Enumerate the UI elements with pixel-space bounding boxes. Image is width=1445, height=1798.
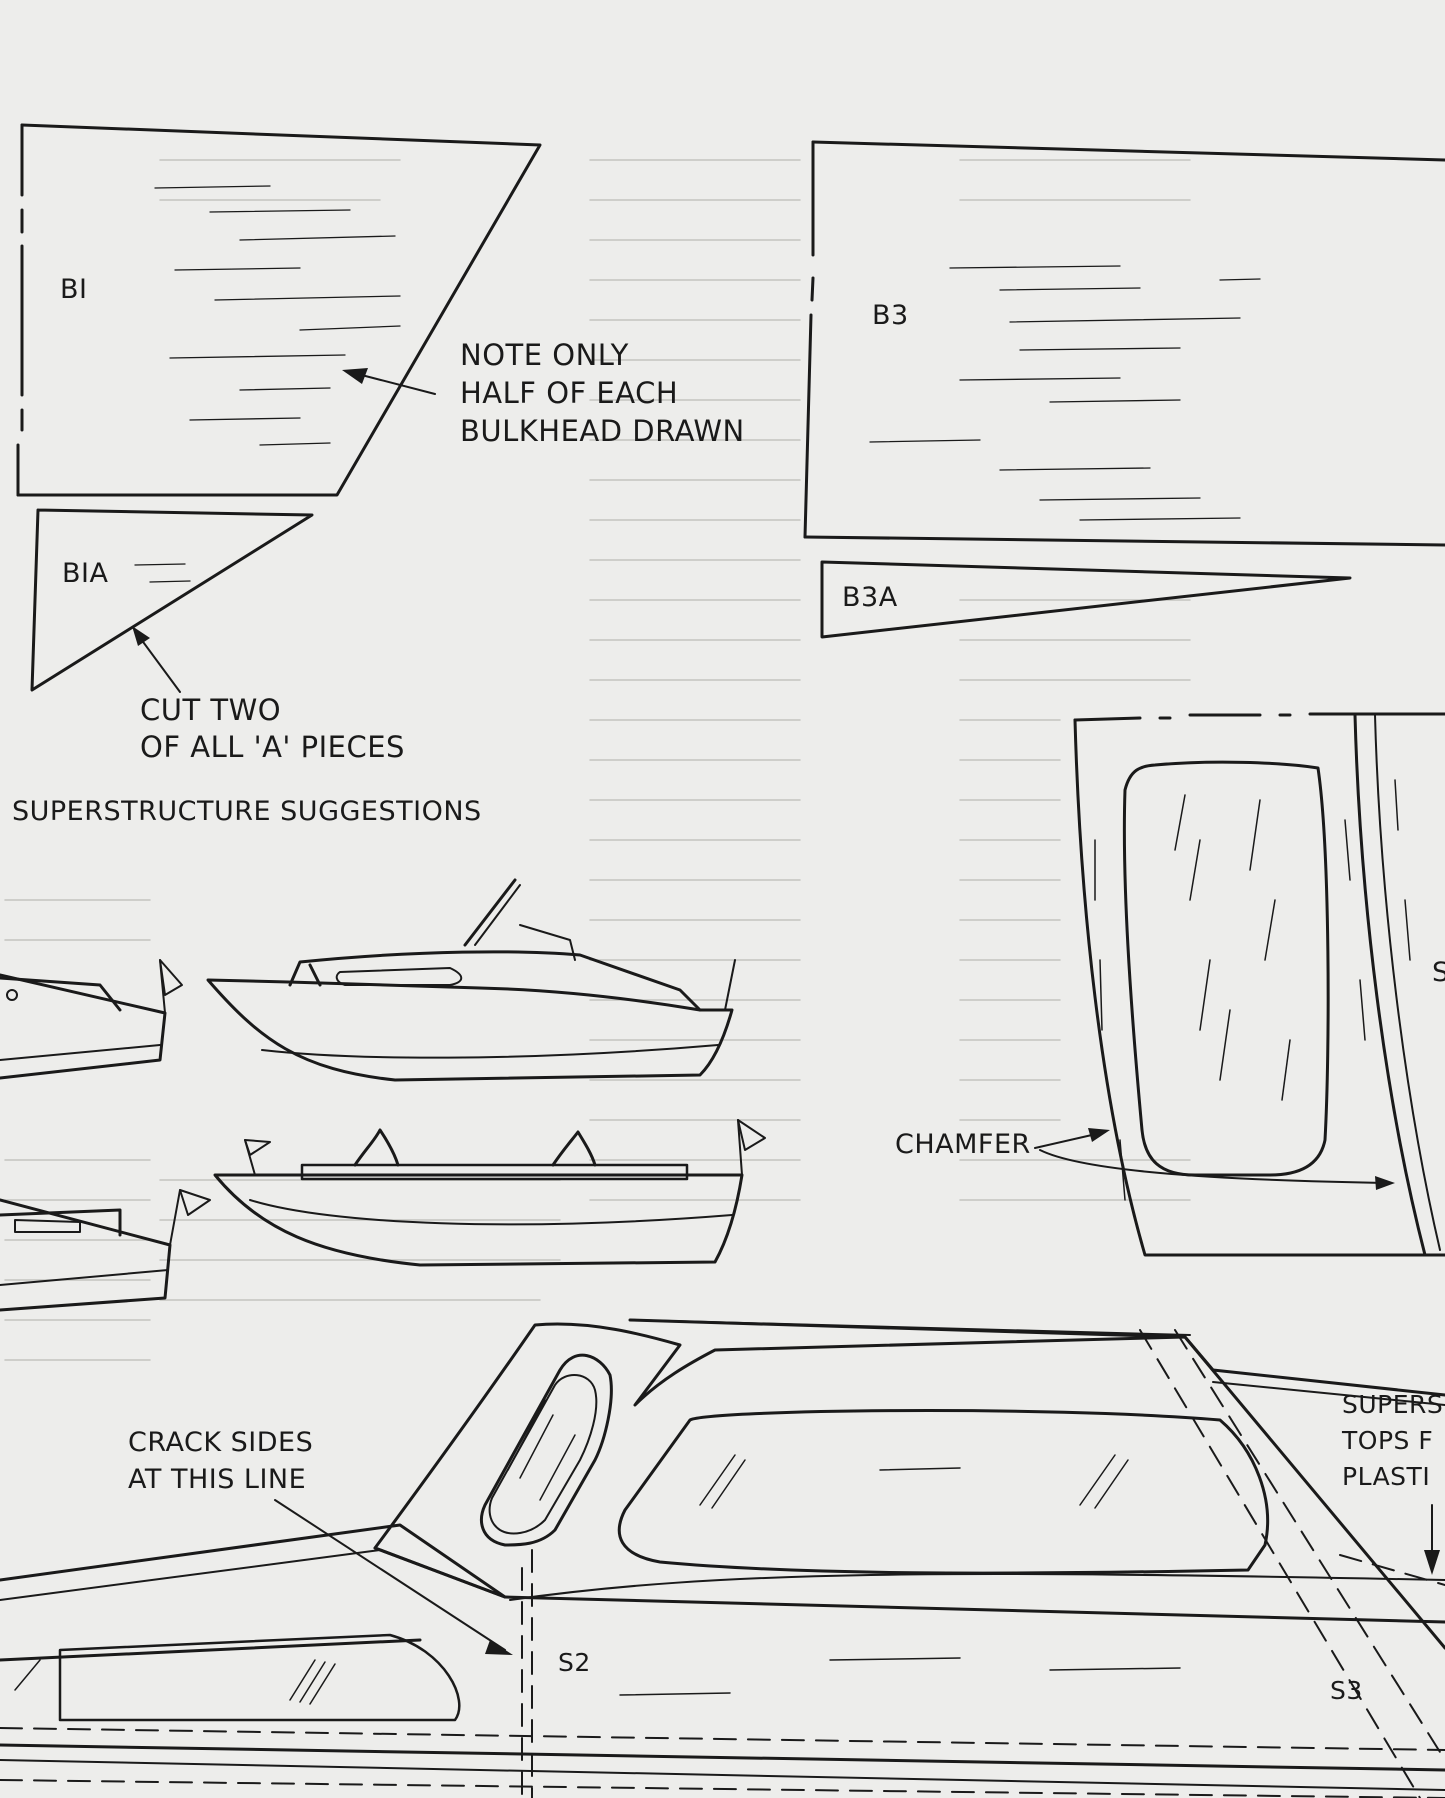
background-print-texture [4, 159, 1191, 1361]
super-tops-line-1: SUPERS [1342, 1390, 1444, 1419]
cut-arrow [132, 626, 181, 693]
bulkhead-b3 [803, 140, 1445, 547]
boat-sketch-left-lower [0, 1189, 211, 1312]
super-tops-arrow [1424, 1504, 1440, 1575]
side-panel-s2-s3 [0, 1318, 1445, 1791]
note-arrow [342, 368, 436, 395]
superstructure-suggestions-heading: SUPERSTRUCTURE SUGGESTIONS [12, 796, 482, 827]
super-tops-line-2: TOPS F [1342, 1426, 1434, 1455]
bulkhead-b1 [16, 123, 542, 497]
note-line-1: NOTE ONLY [460, 338, 629, 372]
boat-sketch-cabin-cruiser [206, 878, 736, 1082]
side-panel-hatching [14, 1399, 1181, 1705]
label-chamfer: CHAMFER [895, 1129, 1031, 1160]
cut-line-1: CUT TWO [140, 693, 282, 727]
label-s-partial: S [1432, 957, 1445, 988]
bulkhead-b1a [30, 508, 314, 692]
side-panel-windows [480, 1353, 1270, 1575]
boat-sketch-left-upper [0, 959, 183, 1080]
bulkhead-b3a [820, 560, 1352, 639]
crack-arrow [274, 1499, 513, 1655]
side-panel-dashes [0, 1329, 1445, 1798]
note-line-2: HALF OF EACH [460, 376, 679, 410]
chamfer-arrows [1034, 1128, 1395, 1190]
note-line-3: BULKHEAD DRAWN [460, 414, 745, 448]
boat-sketch-speedboat [213, 1119, 766, 1267]
label-b3: B3 [872, 300, 909, 331]
cut-line-2: OF ALL 'A' PIECES [140, 730, 405, 764]
super-tops-line-3: PLASTI [1342, 1462, 1431, 1491]
crack-line-1: CRACK SIDES [128, 1427, 314, 1458]
panel-hatching [1094, 779, 1411, 1201]
crack-line-2: AT THIS LINE [128, 1464, 307, 1495]
label-b1: BI [60, 274, 88, 305]
b1-hatching [154, 185, 401, 446]
label-b1a: BIA [62, 558, 109, 589]
label-s3: S3 [1330, 1676, 1363, 1705]
label-b3a: B3A [842, 582, 898, 613]
b3-hatching [869, 265, 1261, 521]
superstructure-panel-window [1073, 712, 1445, 1257]
label-s2: S2 [558, 1648, 591, 1677]
